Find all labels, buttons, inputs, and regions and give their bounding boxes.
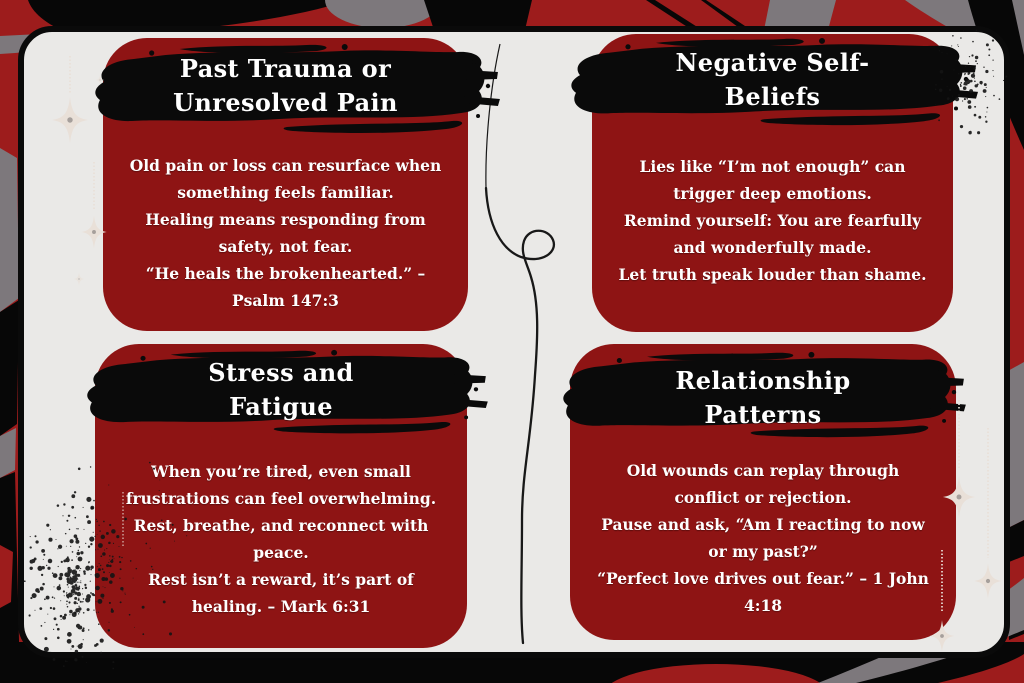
card-body-stress-and-fatigue: When you’re tired, even small frustratio… bbox=[125, 462, 437, 616]
card-title-relationship-patterns: Relationship Patterns bbox=[675, 366, 851, 429]
card-title-past-trauma: Past Trauma or Unresolved Pain bbox=[173, 54, 398, 117]
card-body-past-trauma: Old pain or loss can resurface when some… bbox=[129, 156, 442, 310]
card-body-relationship-patterns: Old wounds can replay through conflict o… bbox=[597, 461, 929, 615]
card-body-negative-self-beliefs: Lies like “I’m not enough” can trigger d… bbox=[618, 157, 927, 284]
card-title-negative-self-beliefs: Negative Self- Beliefs bbox=[675, 48, 870, 111]
card-title-stress-and-fatigue: Stress and Fatigue bbox=[208, 358, 354, 421]
